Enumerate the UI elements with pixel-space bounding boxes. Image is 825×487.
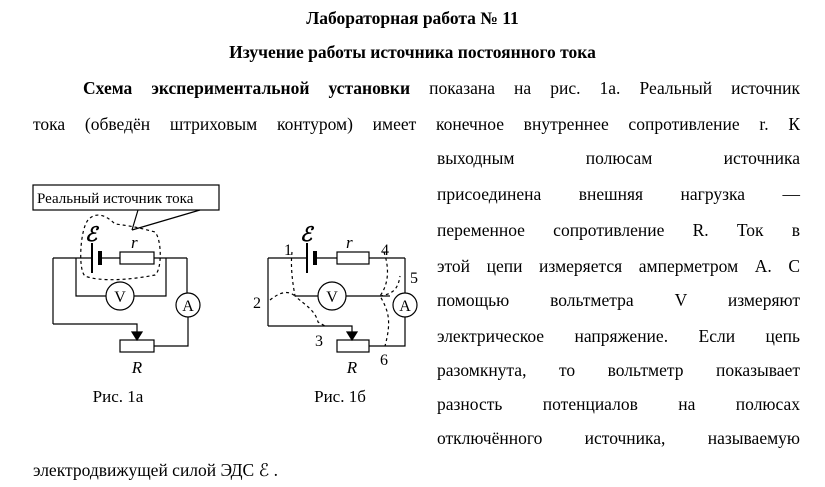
paragraph-last-line: электродвижущей силой ЭДС ℰ . [33,460,278,480]
bold-term: Схема экспериментальной установки [83,78,411,98]
internal-resistor [119,251,155,265]
point-label-5: 5 [410,270,418,287]
page-subtitle: Изучение работы источника постоянного то… [229,42,596,62]
point-label-2: 2 [253,295,261,312]
figure-caption: Рис. 1б [314,387,366,406]
r-label: r [131,233,138,252]
point-label-1: 1 [284,242,292,259]
paragraph-line: выходным полюсам источника [437,148,800,168]
r-label: r [346,233,353,252]
paragraph-line: разомкнута, то вольтметр показывает [437,360,800,380]
R-label: R [131,358,143,377]
line-text: показана на рис. 1а. Реальный источник [429,78,800,98]
emf-label: ℰ [300,224,315,246]
load-resistor [336,339,370,353]
paragraph-line: отключённого источника, называемую [437,428,800,448]
figure-1a [32,184,220,353]
dashed-cut-lines [269,251,401,347]
rheostat-slider-arrow [345,331,359,342]
paragraph-line: электрическое напряжение. Если цепь [437,326,800,346]
internal-resistor [336,251,370,265]
emf-label: ℰ [85,224,100,246]
paragraph-line: помощью вольтметра V измеряют [437,290,800,310]
R-label: R [346,358,358,377]
page-title: Лабораторная работа № 11 [306,8,519,28]
paragraph-line: разность потенциалов на полюсах [437,394,800,414]
point-label-6: 6 [380,352,388,369]
ammeter-label: A [182,298,194,315]
paragraph-line: присоединена внешняя нагрузка — [437,184,800,204]
ammeter-label: A [399,298,411,315]
callout-pointer [131,209,201,231]
callout-pointer [131,209,139,231]
figure-caption: Рис. 1а [93,387,144,406]
figure-1b [267,243,418,353]
callout-box [32,184,220,211]
paragraph-line: этой цепи измеряется амперметром A. С [437,256,800,276]
voltmeter-label: V [114,289,126,306]
point-label-4: 4 [381,242,389,259]
callout-label: Реальный источник тока [37,191,194,207]
point-label-3: 3 [315,333,323,350]
rheostat-slider-arrow [130,331,144,342]
voltmeter-label: V [326,289,338,306]
load-resistor [119,339,155,353]
paragraph-line-1: Схема экспериментальной установки показа… [83,78,800,98]
paragraph-line: переменное сопротивление R. Ток в [437,220,800,240]
paragraph-line-2: тока (обведён штриховым контуром) имеет … [33,114,800,134]
